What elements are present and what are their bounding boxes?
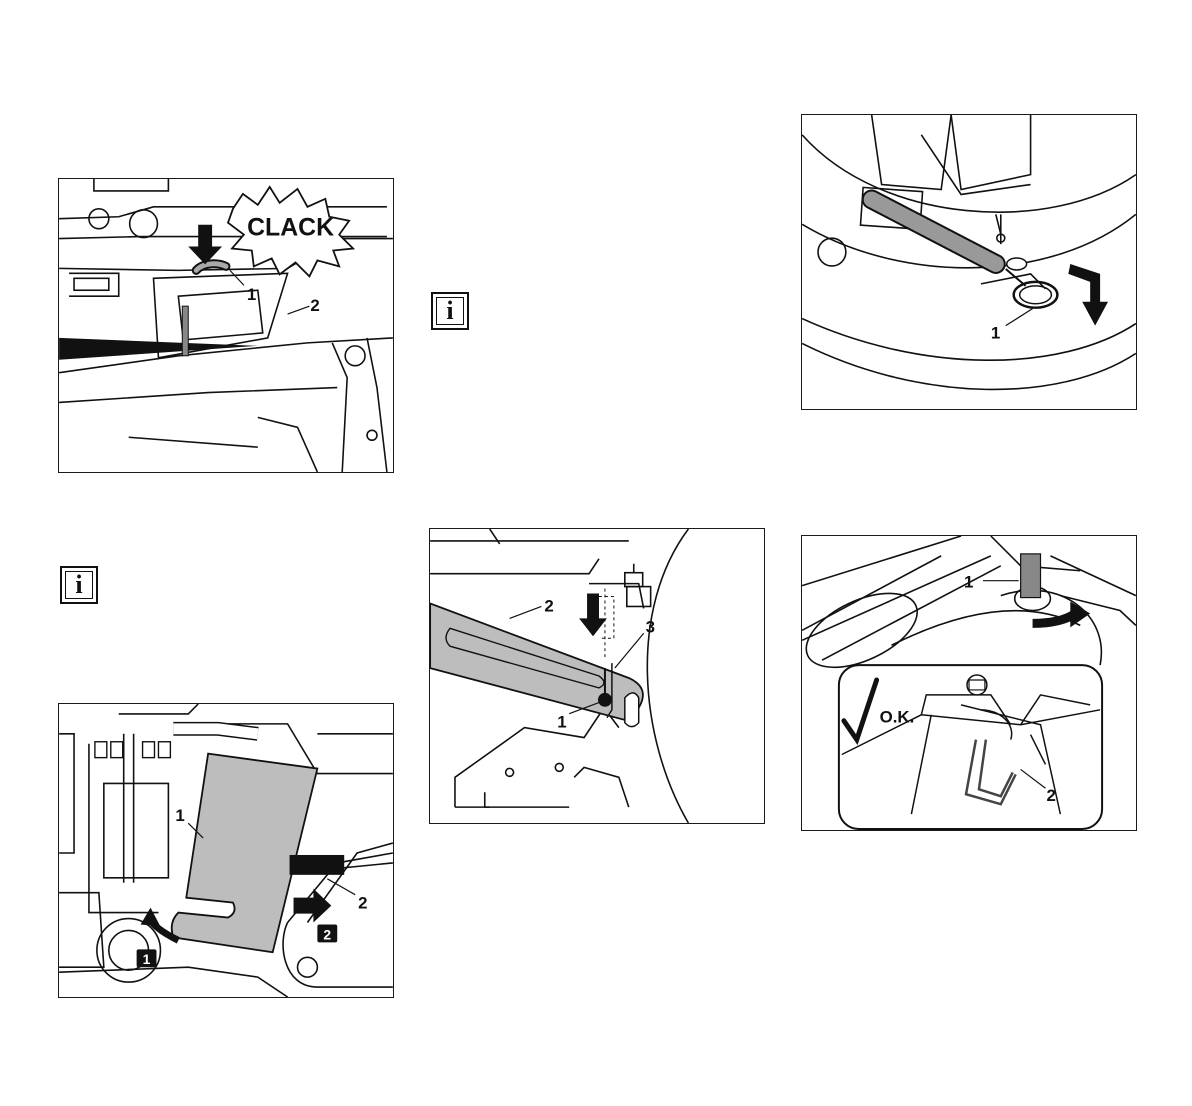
callout-1: 1 [557,713,566,732]
ok-text: O.K. [880,708,915,727]
callout-2: 2 [358,894,367,913]
callout-2: 2 [1046,786,1055,805]
clack-figure: CLACK 1 2 [58,178,394,473]
callout-2: 2 [310,296,319,315]
step-1-badge: 1 [143,951,151,967]
callout-3: 3 [646,617,655,636]
callout-1: 1 [964,573,973,592]
info-icon-left: i [60,566,98,604]
clack-text: CLACK [247,215,334,242]
callout-1: 1 [991,323,1000,342]
clip-check-illustration: O.K. 1 2 [802,536,1136,830]
shield-figure: 1 2 1 2 [58,703,394,998]
step-2-badge: 2 [323,926,331,942]
rod-pin-illustration: 2 3 1 [430,529,764,823]
info-icon-middle: i [431,292,469,330]
spring-illustration: 1 [802,115,1136,409]
callout-2: 2 [544,596,553,615]
callout-1: 1 [247,285,256,304]
rod-pin-figure: 2 3 1 [429,528,765,824]
spring-figure: 1 [801,114,1137,410]
shield-illustration: 1 2 1 2 [59,704,393,997]
coil-spring [872,199,996,264]
clack-illustration: CLACK 1 2 [59,179,393,472]
callout-1: 1 [175,806,184,825]
clip-check-figure: O.K. 1 2 [801,535,1137,831]
